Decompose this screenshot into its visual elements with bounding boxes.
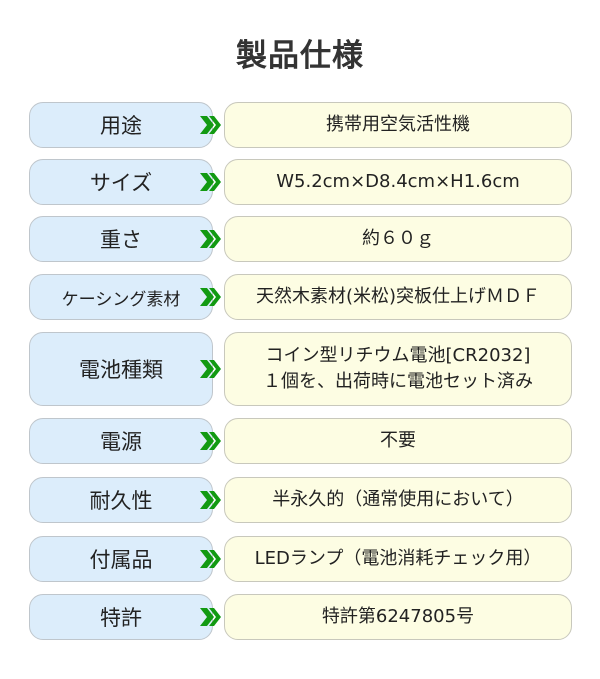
spec-value: W5.2cm×D8.4cm×H1.6cm: [224, 159, 572, 205]
double-chevron-right-icon: [200, 288, 221, 306]
double-chevron-right-icon: [200, 550, 221, 568]
spec-label: サイズ: [29, 159, 213, 205]
double-chevron-right-icon: [200, 491, 221, 509]
double-chevron-right-icon: [200, 608, 221, 626]
spec-value: 不要: [224, 418, 572, 464]
spec-value-line: 特許第6247805号: [321, 605, 475, 627]
spec-value: 約６０ｇ: [224, 216, 572, 262]
spec-label: 電源: [29, 418, 213, 464]
spec-row: ケーシング素材 天然木素材(米松)突板仕上げＭＤＦ: [0, 274, 600, 320]
spec-value-line: 携帯用空気活性機: [326, 113, 470, 135]
double-chevron-right-icon: [200, 173, 221, 191]
spec-value-line: W5.2cm×D8.4cm×H1.6cm: [276, 170, 520, 192]
spec-value-line: 半永久的（通常使用において）: [272, 488, 524, 510]
double-chevron-right-icon: [200, 116, 221, 134]
spec-row: 電池種類 コイン型リチウム電池[CR2032] １個を、出荷時に電池セット済み: [0, 332, 600, 406]
spec-label: 用途: [29, 102, 213, 148]
spec-row: サイズ W5.2cm×D8.4cm×H1.6cm: [0, 159, 600, 205]
spec-value-line: １個を、出荷時に電池セット済み: [263, 371, 533, 392]
double-chevron-right-icon: [200, 432, 221, 450]
spec-value: LEDランプ（電池消耗チェック用）: [224, 536, 572, 582]
spec-label: 付属品: [29, 536, 213, 582]
page-title: 製品仕様: [236, 38, 364, 74]
spec-row: 用途 携帯用空気活性機: [0, 102, 600, 148]
spec-value-line: 約６０ｇ: [362, 227, 434, 249]
spec-label: ケーシング素材: [29, 274, 213, 320]
double-chevron-right-icon: [200, 360, 221, 378]
double-chevron-right-icon: [200, 230, 221, 248]
spec-value: 携帯用空気活性機: [224, 102, 572, 148]
spec-label: 耐久性: [29, 477, 213, 523]
spec-row: 付属品 LEDランプ（電池消耗チェック用）: [0, 536, 600, 582]
spec-row: 特許 特許第6247805号: [0, 594, 600, 640]
spec-label: 電池種類: [29, 332, 213, 406]
spec-value: 特許第6247805号: [224, 594, 572, 640]
spec-row: 耐久性 半永久的（通常使用において）: [0, 477, 600, 523]
spec-value-line: 天然木素材(米松)突板仕上げＭＤＦ: [255, 285, 541, 307]
spec-value: 天然木素材(米松)突板仕上げＭＤＦ: [224, 274, 572, 320]
spec-row: 重さ 約６０ｇ: [0, 216, 600, 262]
spec-row: 電源 不要: [0, 418, 600, 464]
spec-value-line: 不要: [380, 429, 416, 451]
spec-value-line: LEDランプ（電池消耗チェック用）: [254, 547, 542, 569]
spec-label: 特許: [29, 594, 213, 640]
spec-value-line: コイン型リチウム電池[CR2032]: [265, 344, 531, 366]
spec-label: 重さ: [29, 216, 213, 262]
spec-value: 半永久的（通常使用において）: [224, 477, 572, 523]
spec-value: コイン型リチウム電池[CR2032] １個を、出荷時に電池セット済み: [224, 332, 572, 406]
